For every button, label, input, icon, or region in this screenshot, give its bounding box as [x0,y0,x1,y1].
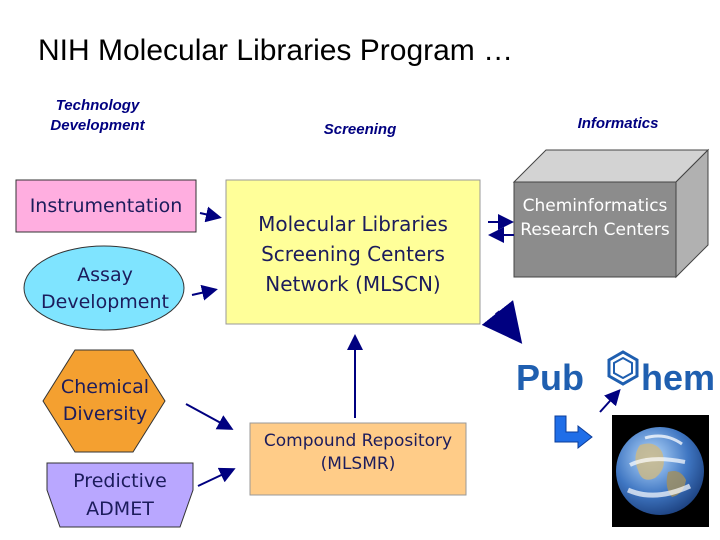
pubchem-to-users-arrow [554,415,593,450]
assay-development-label: Assay Development [41,264,169,313]
compound-repository-box [249,422,467,496]
arrow-chemical-to-repository [185,403,234,430]
predictive-admet-label: Predictive ADMET [73,470,167,520]
technology-development-heading: Technology Development [50,97,145,134]
instrumentation-label: Instrumentation [29,195,183,217]
informatics-heading: Informatics [577,115,659,132]
mlscn-box [225,179,481,325]
chemical-diversity-label: Chemical Diversity [60,376,150,425]
svg-text:Pub: Pub [516,357,584,398]
chemical-diversity-hexagon [42,349,166,453]
arrow-earth-to-pubchem [599,389,621,413]
pubchem-logo: Pub hem [516,350,715,398]
arrow-admet-to-repository [197,467,236,487]
cheminformatics-label: Cheminformatics Research Centers [520,196,670,240]
screening-heading: Screening [323,121,397,138]
predictive-admet-shape [46,462,194,528]
compound-repository-label: Compound Repository (MLSMR) [263,431,453,474]
assay-development-ellipse [23,245,185,331]
instrumentation-box [15,179,197,233]
mlscn-label: Molecular Libraries Screening Centers Ne… [258,212,448,296]
arrow-mlscn-to-pubchem [481,300,523,344]
cheminformatics-3d-box [512,148,710,279]
svg-text:hem: hem [641,357,715,398]
earth-globe-image [612,415,709,527]
slide-title: NIH Molecular Libraries Program … [38,34,514,67]
arrow-instrumentation-to-mlscn [199,206,222,223]
arrow-assay-to-mlscn [191,284,218,301]
